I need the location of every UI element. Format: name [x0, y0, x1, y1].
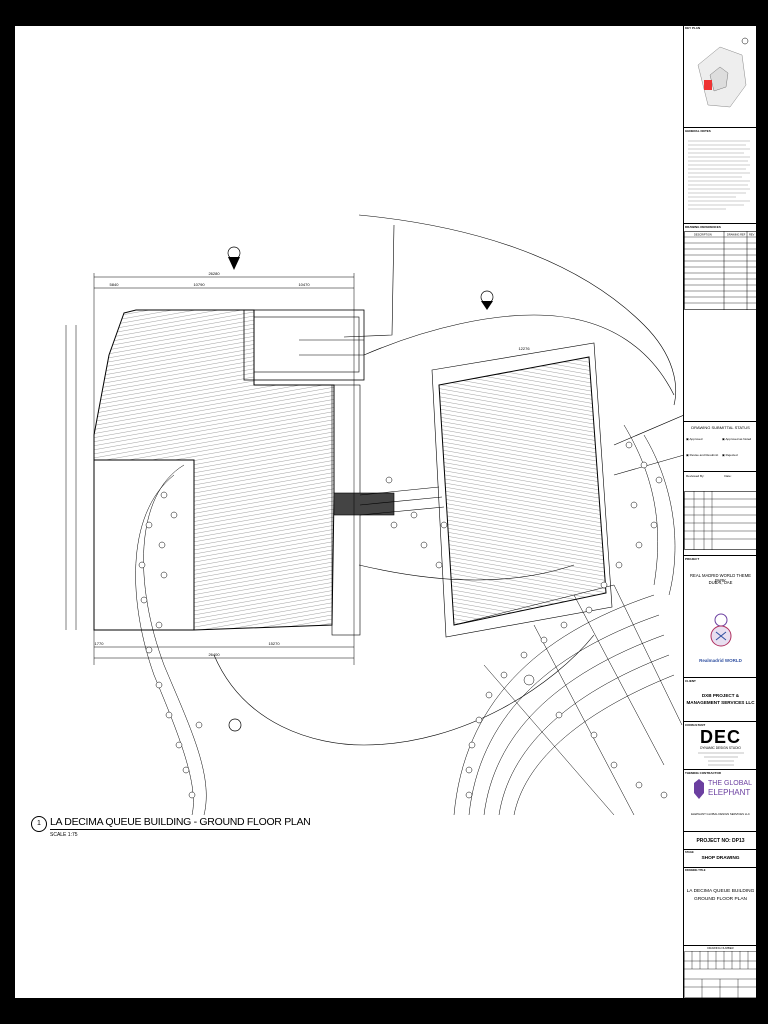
status-approved-label: Approved — [689, 437, 703, 441]
general-notes-text — [688, 140, 750, 210]
submittal-status-label: DRAWING SUBMITTAL STATUS — [684, 421, 757, 433]
project-number: PROJECT NO: DP13 — [684, 831, 757, 849]
dimension-lines — [65, 273, 355, 665]
site-curves — [213, 214, 684, 746]
queue-pavilion — [431, 342, 615, 638]
section-marker-bottom — [228, 718, 242, 732]
drawing-references-label: DRAWING REFERENCES — [684, 223, 757, 231]
key-plan-map — [697, 37, 749, 108]
reviewed-by: Reviewed By: Date: — [684, 471, 757, 481]
status-approved: ▣ Approved — [686, 437, 703, 441]
consultant-logo: DEC — [699, 727, 741, 747]
dim-top-c: 10470 — [298, 282, 310, 287]
bridge-walkway — [359, 486, 445, 516]
project-name-line1: REAL MADRID WORLD THEME PARK — [690, 573, 751, 583]
contractor-name: ELEPHANT GLOBAL DESIGN SERVICES LLC — [691, 812, 750, 816]
status-revise: ▣ Revise and Resubmit — [686, 453, 719, 457]
dim-top-a: 5840 — [110, 282, 120, 287]
grid-bubbles-right — [385, 441, 668, 799]
dim-bottom-b: 15270 — [268, 641, 280, 646]
client-line2: MANAGEMENT SERVICES LLC — [686, 700, 755, 705]
status-approved-noted-label: Approved as Noted — [725, 437, 752, 441]
drawing-title-label: DRAWING TITLE — [684, 867, 757, 875]
status-revise-label: Revise and Resubmit — [689, 453, 719, 457]
status-rejected-label: Rejected — [725, 453, 738, 457]
key-plan-label: KEY PLAN — [685, 26, 701, 30]
client-line1: DXB PROJECT & — [701, 693, 740, 698]
status-rejected: ▣ Rejected — [722, 453, 738, 457]
view-number: 1 — [31, 816, 47, 832]
view-title-underline — [50, 829, 260, 830]
view-scale: SCALE 1:75 — [50, 832, 78, 838]
client-label: CLIENT — [684, 677, 757, 685]
dim-right-top: 12276 — [518, 346, 530, 351]
main-building — [93, 309, 395, 636]
ref-col-description: DESCRIPTION — [694, 233, 712, 237]
date-label: Date: — [724, 474, 732, 478]
dim-top-b: 10790 — [193, 282, 205, 287]
real-madrid-world-text: Realmadrid WORLD — [699, 658, 742, 663]
real-madrid-world-logo — [706, 610, 736, 647]
consultant-label: CONSULTANT — [684, 721, 757, 729]
drawing-title-line2: GROUND FLOOR PLAN — [693, 897, 748, 902]
floor-plan-drawing: 26280 5840 10790 10470 1770 26400 15270 … — [65, 214, 684, 816]
project-label: PROJECT — [684, 555, 757, 563]
general-notes-label: GENERAL NOTES — [684, 127, 757, 137]
arena-seating — [453, 424, 683, 816]
project-name-line2: DUBAI, UAE — [708, 580, 733, 585]
consultant-subtitle: DYNAMIC DESIGN STUDIO — [700, 746, 741, 750]
stage-value: SHOP DRAWING — [701, 856, 740, 861]
reviewed-by-label: Reviewed By: — [686, 474, 705, 478]
drawing-title-line1: LA DECIMA QUEUE BUILDING — [686, 889, 755, 894]
drawing-number-label: DRAWING NUMBER — [684, 945, 757, 951]
dim-bottom-total: 26400 — [208, 652, 220, 657]
title-block: KEY PLAN GENERAL NOTES DRAWING REFERENCE… — [683, 25, 757, 999]
contractor-logo-line2: ELEPHANT — [708, 788, 751, 797]
drawing-number-grid — [684, 951, 757, 998]
elephant-logo-icon — [694, 779, 704, 799]
consultant-address — [698, 752, 744, 766]
view-title: LA DECIMA QUEUE BUILDING - GROUND FLOOR … — [50, 816, 311, 828]
dim-bottom-a: 1770 — [95, 641, 105, 646]
section-marker-top — [227, 246, 241, 270]
section-marker-right — [480, 290, 494, 310]
status-approved-noted: ▣ Approved as Noted — [722, 437, 752, 441]
drawing-sheet: 26280 5840 10790 10470 1770 26400 15270 … — [14, 25, 757, 999]
stage-label: STAGE — [684, 849, 757, 855]
drawing-references-table: DESCRIPTION DRAWING REF REV — [684, 231, 757, 310]
revision-table — [684, 491, 757, 550]
contractor-label: THEMING CONTRACTOR — [684, 769, 757, 777]
ref-col-drawing: DRAWING REF — [727, 233, 746, 237]
ref-col-rev: REV — [749, 233, 755, 237]
contractor-logo-line1: THE GLOBAL — [708, 780, 752, 787]
dim-top-total: 26280 — [208, 271, 220, 276]
